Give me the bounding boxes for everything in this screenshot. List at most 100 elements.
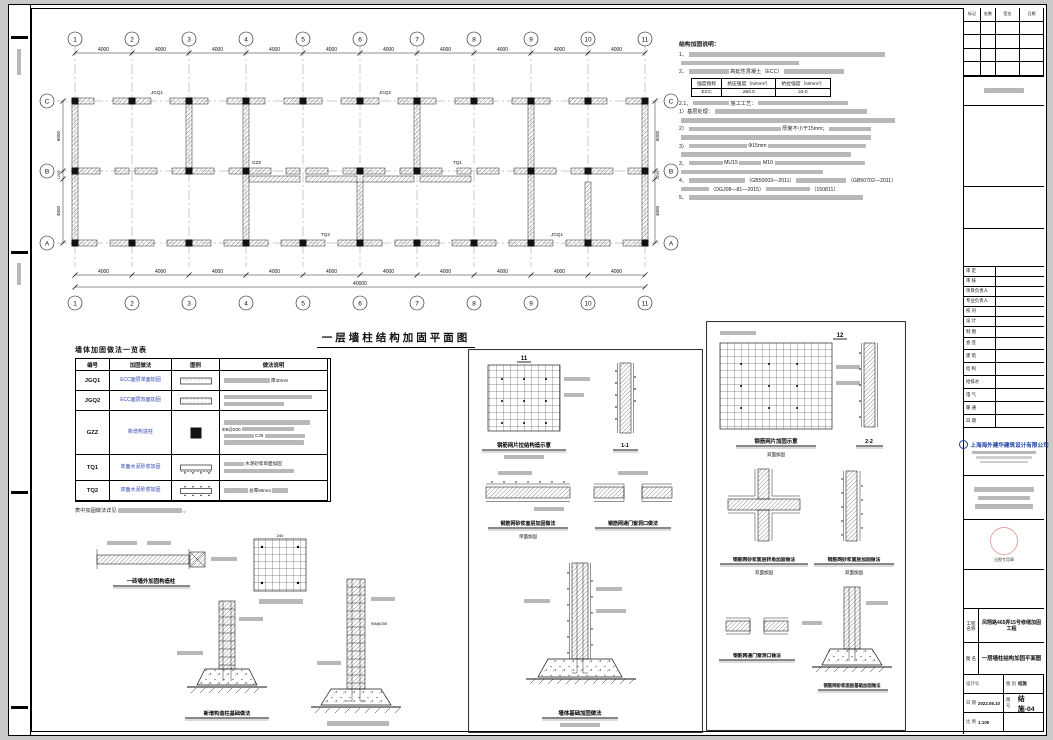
text-line bbox=[679, 59, 971, 68]
project-row: 工程名称 凤翔路465弄15号修缮加固工程 bbox=[964, 609, 1044, 644]
rev-cell bbox=[981, 35, 996, 49]
details-right-panel: 12 钢筋网片加固示意 双面加固 2-2 钢筋网砂浆面层转角加固做法 双面加固 bbox=[706, 321, 906, 731]
rev-header: 日期 bbox=[1020, 8, 1044, 22]
redacted-text bbox=[223, 394, 312, 400]
legend-header-cell: 加固做法 bbox=[110, 359, 172, 371]
detail-caption-opening: 钢筋网通门窗洞口做法 bbox=[733, 652, 781, 659]
svg-text:C: C bbox=[669, 98, 674, 105]
svg-text:6: 6 bbox=[358, 36, 362, 43]
text-line bbox=[222, 439, 305, 446]
redacted-text bbox=[17, 263, 21, 285]
legend-title: 墙体加固做法一览表 bbox=[75, 347, 147, 354]
stamp-label: 出图专用章 bbox=[994, 556, 1014, 562]
details-left: 一砖墙外加固构造柱 240 新增构造柱基础做法 Φ8@200 bbox=[96, 533, 401, 726]
svg-text:4000: 4000 bbox=[497, 47, 508, 53]
redacted-text bbox=[223, 401, 284, 407]
text-line bbox=[222, 419, 311, 426]
legend-name: ECC面层双面加固 bbox=[110, 391, 172, 411]
svg-text:TQ1: TQ1 bbox=[453, 160, 462, 165]
legend-name: ECC面层单面加固 bbox=[110, 371, 172, 391]
svg-text:TQ2: TQ2 bbox=[321, 232, 330, 237]
detail-subcaption: 双面加固 bbox=[845, 569, 863, 576]
rev-cell bbox=[1020, 48, 1044, 62]
notes-block: 结构加固说明： 1、2、高延性混凝土（ECC）强度指标抗压强度（N/mm²）抗拉… bbox=[679, 39, 971, 202]
text-line bbox=[679, 116, 971, 125]
text-line: 水泥砂浆单面加固 bbox=[222, 461, 282, 468]
rev-cell bbox=[996, 21, 1020, 35]
redacted-text bbox=[272, 488, 289, 493]
titleblock-row: 制 图 bbox=[964, 326, 1044, 337]
titleblock-row: 审 定 bbox=[964, 266, 1044, 277]
svg-text:11: 11 bbox=[642, 300, 649, 307]
redacted-text bbox=[974, 487, 1034, 492]
meta-cell: 设计号 bbox=[964, 675, 1004, 695]
svg-text:4: 4 bbox=[244, 300, 248, 307]
svg-text:GZZ: GZZ bbox=[252, 160, 261, 165]
svg-text:4000: 4000 bbox=[269, 47, 280, 53]
redacted-text bbox=[688, 52, 885, 57]
text-line: 1）基层处理： bbox=[679, 107, 971, 116]
titleblock-row: 电 气 bbox=[964, 388, 1044, 402]
legend-name: 双面水泥砂浆加固 bbox=[110, 481, 172, 501]
text-line: 表中加固做法详见。 bbox=[75, 507, 189, 514]
svg-text:3: 3 bbox=[187, 36, 191, 43]
legend-name: 单面水泥砂浆加固 bbox=[110, 455, 172, 481]
redacted-text bbox=[688, 160, 723, 166]
text-line: 5、 bbox=[679, 193, 971, 202]
redacted-text bbox=[688, 69, 729, 74]
section-label-2-2: 2-2 bbox=[865, 439, 873, 445]
drawing-name-label: 图 名 bbox=[964, 643, 979, 675]
plan-title-wrap: 一层墙柱结构加固平面图 bbox=[301, 328, 491, 348]
titleblock-row: 暖 通 bbox=[964, 401, 1044, 415]
redacted-text bbox=[17, 49, 21, 75]
svg-text:11: 11 bbox=[642, 36, 649, 43]
redacted-text bbox=[223, 468, 294, 474]
svg-text:4: 4 bbox=[244, 36, 248, 43]
stamp-area: 出图专用章 bbox=[964, 520, 1044, 571]
detail-subcaption: 双面加固 bbox=[755, 569, 773, 576]
revision-table: 标记处数签名日期 bbox=[964, 8, 1044, 77]
drawing-name: 一层墙柱结构加固平面图 bbox=[981, 655, 1042, 662]
redacted-text bbox=[739, 160, 762, 166]
svg-text:4000: 4000 bbox=[554, 47, 565, 53]
svg-text:4800: 4800 bbox=[655, 205, 660, 216]
text-line: 4、（GB50003—2011）（GB50702—2011） bbox=[679, 177, 897, 184]
redacted-text bbox=[768, 143, 867, 149]
redacted-text bbox=[976, 456, 1032, 459]
text-line bbox=[679, 133, 971, 142]
svg-text:4000: 4000 bbox=[155, 47, 166, 53]
redacted-text bbox=[774, 160, 865, 166]
rev-cell bbox=[981, 62, 996, 76]
rev-header: 标记 bbox=[964, 8, 981, 22]
titleblock-row: 给排水 bbox=[964, 376, 1044, 389]
legend-code: TQ2 bbox=[76, 481, 110, 501]
drawing-name-row: 图 名 一层墙柱结构加固平面图 bbox=[964, 643, 1044, 676]
redacted-text bbox=[975, 504, 1033, 509]
svg-text:3: 3 bbox=[187, 300, 191, 307]
rev-cell bbox=[1020, 35, 1044, 49]
text-line: Φ8@200 bbox=[222, 426, 296, 433]
svg-text:4000: 4000 bbox=[440, 47, 451, 53]
redacted-text bbox=[680, 169, 823, 175]
company-block: 上海海外建华建筑设计有限公司 bbox=[959, 428, 1049, 477]
plan-title: 一层墙柱结构加固平面图 bbox=[316, 330, 476, 348]
svg-text:4000: 4000 bbox=[212, 269, 223, 275]
svg-text:B: B bbox=[669, 168, 673, 175]
legend-header-cell: 做法说明 bbox=[220, 359, 328, 371]
meta-cell bbox=[1004, 713, 1044, 733]
rev-cell bbox=[996, 48, 1020, 62]
svg-text:1: 1 bbox=[73, 300, 77, 307]
company-logo-icon bbox=[959, 440, 969, 450]
titleblock-row: 校 对 bbox=[964, 306, 1044, 317]
titleblock-row: 建 筑 bbox=[964, 350, 1044, 364]
detail-caption-mesh-foundation: 钢筋网砂浆面层基础加固做法 bbox=[823, 682, 881, 689]
redacted-text bbox=[223, 488, 248, 493]
legend-description: 厚30mm bbox=[220, 371, 328, 391]
svg-text:40000: 40000 bbox=[353, 281, 367, 287]
redacted-text bbox=[680, 186, 709, 192]
rev-cell bbox=[964, 62, 981, 76]
titleblock-row: 项目负责人 bbox=[964, 286, 1044, 297]
